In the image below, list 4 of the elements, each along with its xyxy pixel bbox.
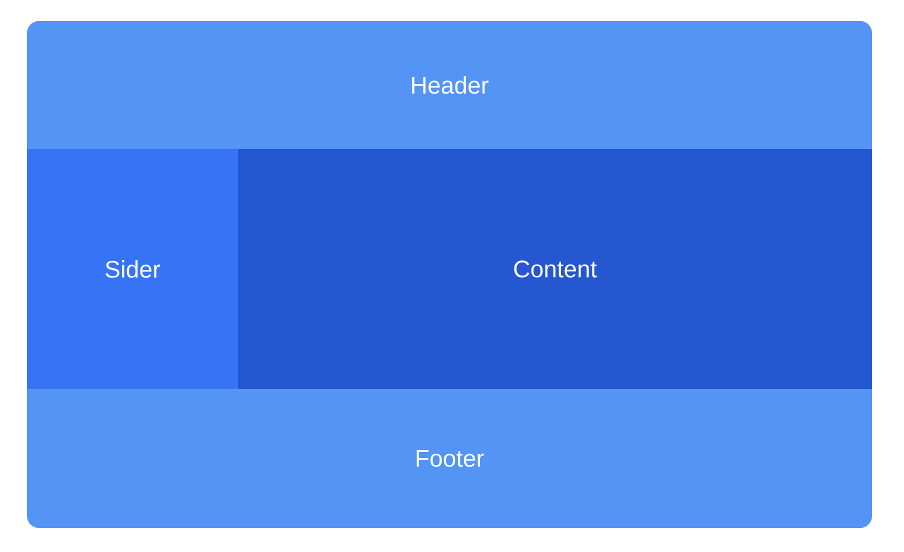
sider-panel: Sider (27, 149, 238, 389)
footer-band: Footer (27, 389, 872, 528)
header-band: Header (27, 21, 872, 149)
content-panel: Content (238, 149, 872, 389)
